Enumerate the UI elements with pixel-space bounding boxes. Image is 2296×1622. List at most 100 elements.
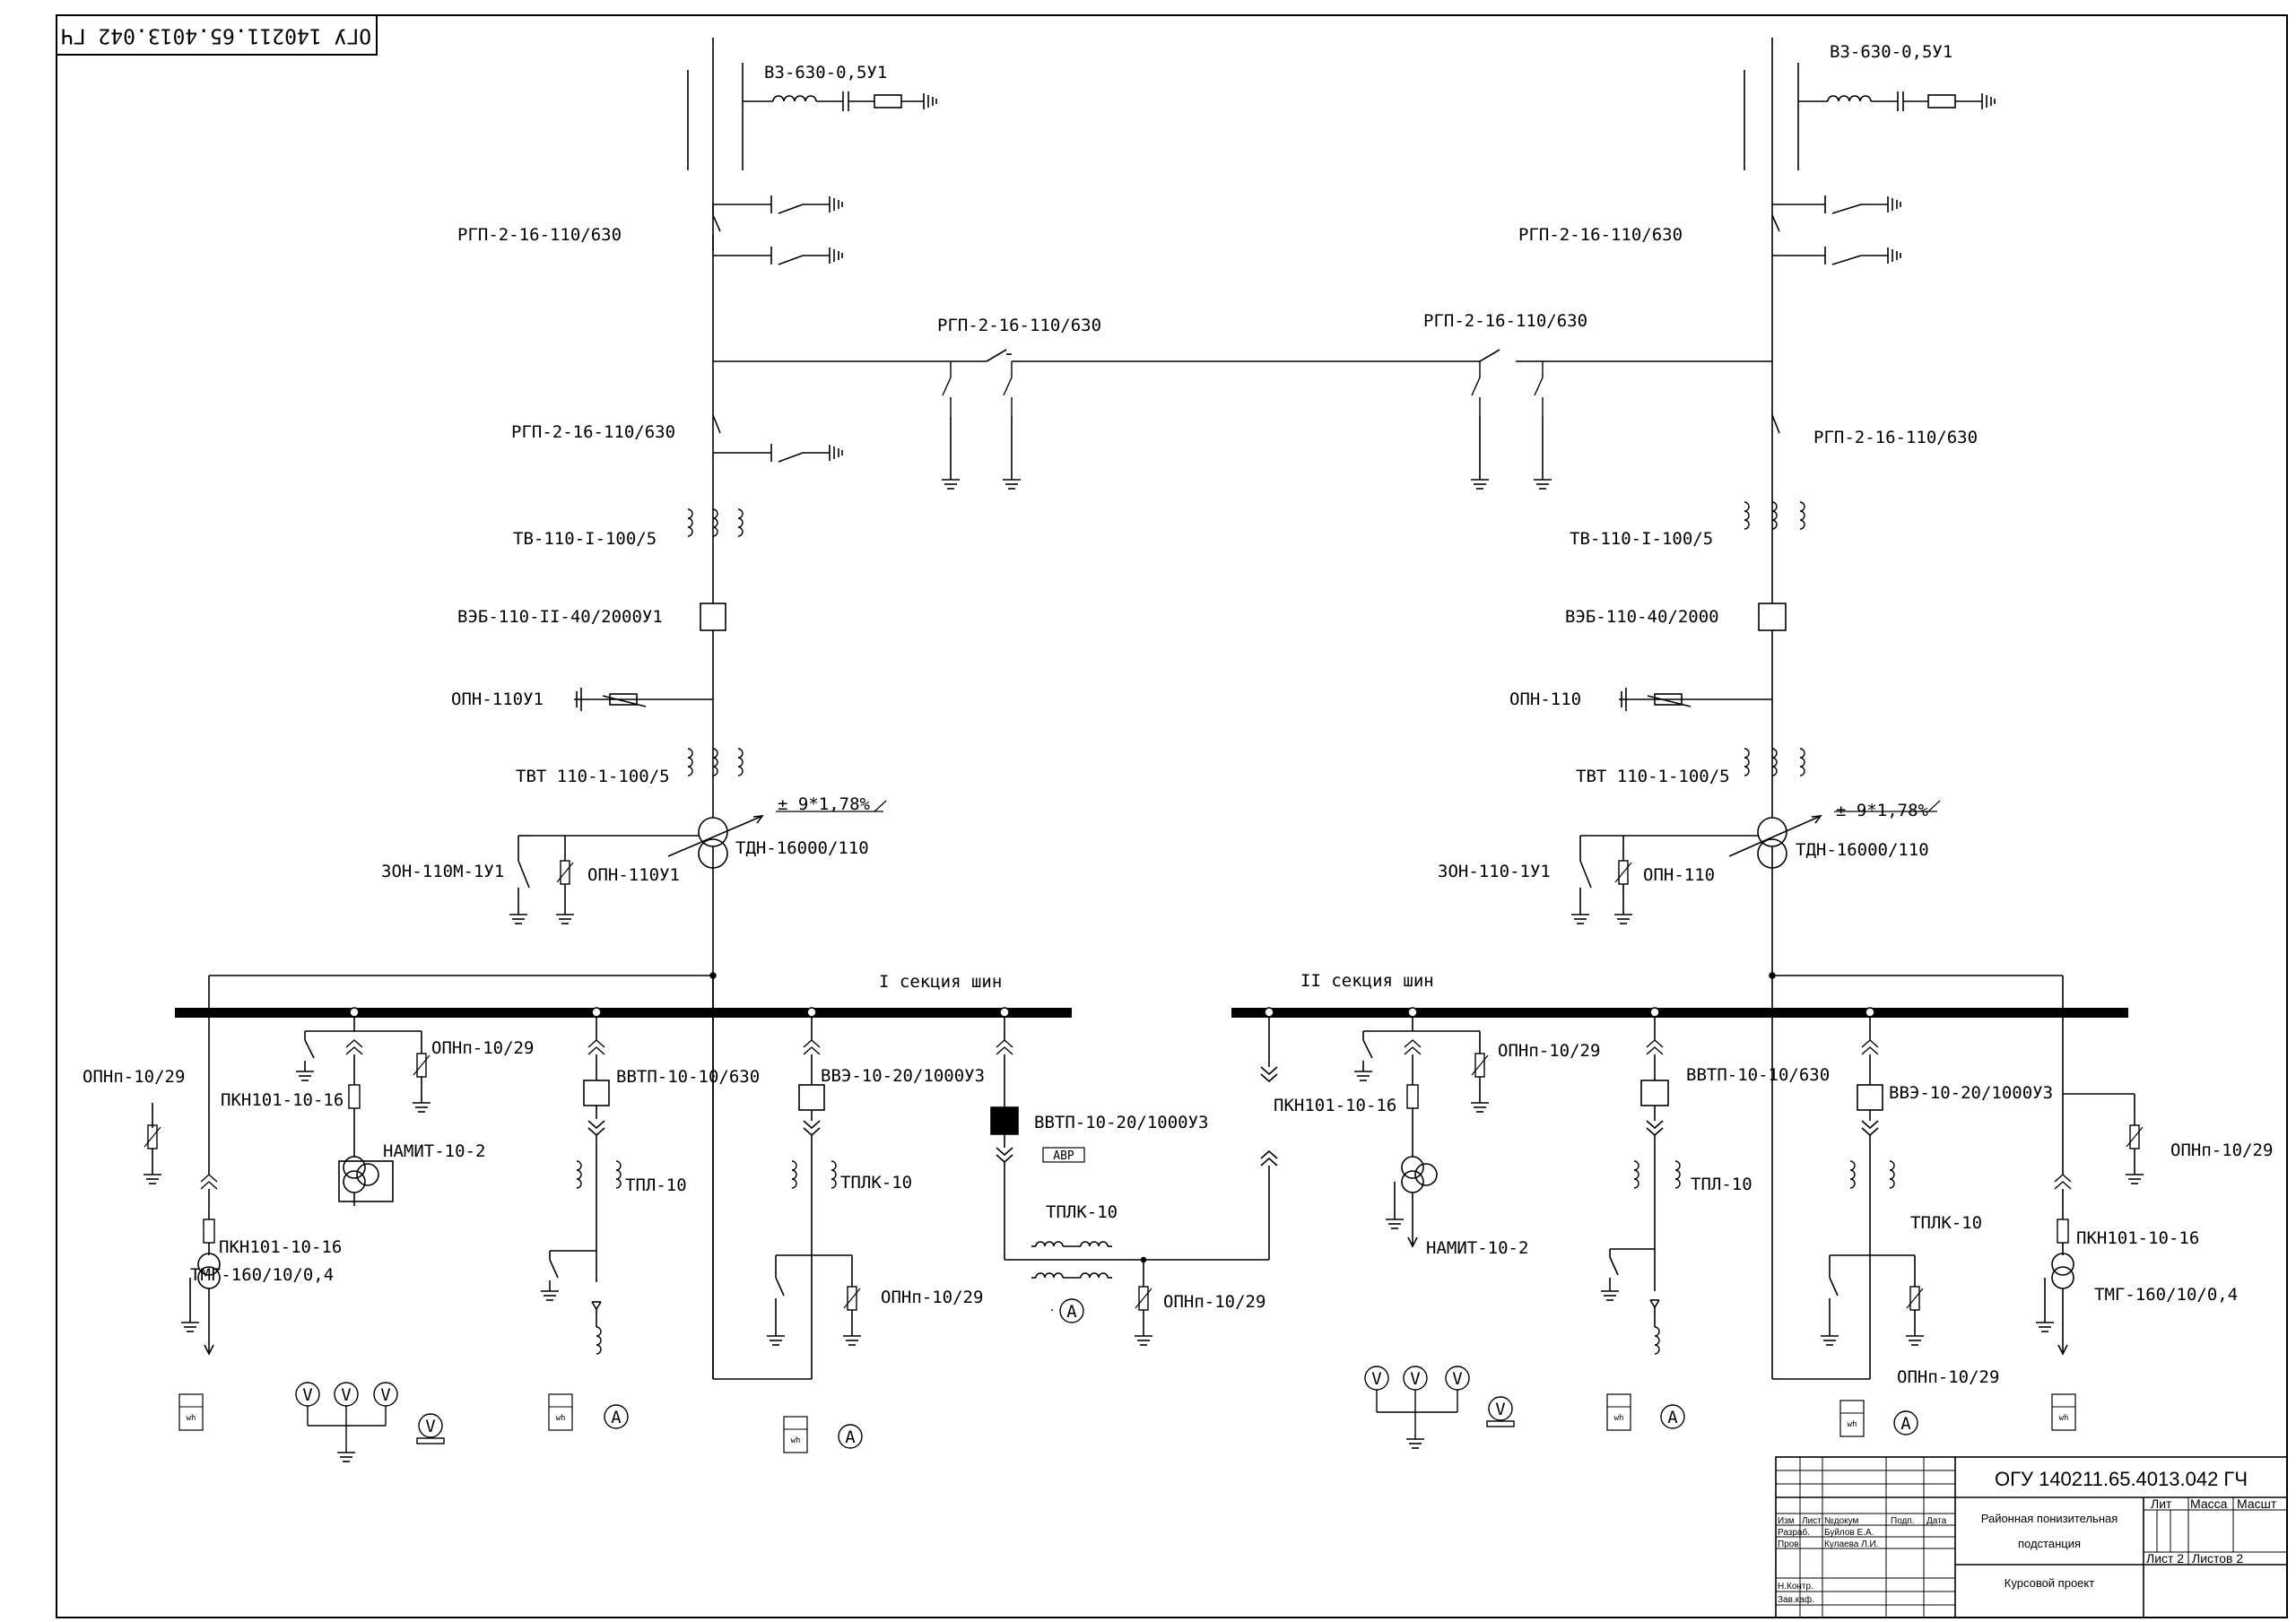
meter-a2: A (838, 1424, 863, 1449)
lbl-r-ct: ТВ-110-I-100/5 (1570, 529, 1713, 549)
svg-text:V: V (1495, 1400, 1505, 1419)
lbl-s1-f2-opn: ОПНп-10/29 (881, 1288, 983, 1307)
lbl-s2-tsn: ТМГ-160/10/0,4 (2094, 1285, 2238, 1305)
svg-text:wh: wh (2059, 1414, 2069, 1423)
lbl-l-ct: ТВ-110-I-100/5 (513, 529, 657, 549)
bus2-label: II секция шин (1300, 971, 1434, 991)
svg-text:wh: wh (1614, 1414, 1624, 1423)
meter-v2: V (334, 1382, 359, 1407)
lbl-r-transformer: ТДН-16000/110 (1796, 840, 1929, 860)
lbl-l-cb: ВЭБ-110-II-40/2000У1 (457, 607, 663, 627)
wh-meter-6: wh (2051, 1393, 2076, 1431)
lbl-s2-vt: НАМИТ-10-2 (1426, 1238, 1528, 1258)
svg-text:A: A (845, 1427, 856, 1447)
lbl-s1-tsn: ТМГ-160/10/0,4 (190, 1265, 334, 1285)
lbl-s1-f2-cb: ВВЭ-10-20/1000У3 (821, 1066, 985, 1086)
lbl-s2-f1-cb: ВВТП-10-10/630 (1686, 1065, 1830, 1085)
svg-text:wh: wh (791, 1436, 801, 1445)
lbl-r-cb: ВЭБ-110-40/2000 (1565, 607, 1719, 627)
meter-a3: A (1059, 1298, 1084, 1323)
svg-text:wh: wh (556, 1414, 566, 1423)
svg-text:Масса: Масса (2190, 1496, 2228, 1511)
svg-text:V: V (380, 1385, 390, 1405)
lbl-tie-opn: ОПНп-10/29 (1163, 1292, 1265, 1312)
flipped-code: ОГУ 140211.65.4013.042 ГЧ (61, 24, 371, 48)
svg-text:A: A (1667, 1408, 1678, 1427)
lbl-r-neutral-arr: ОПН-110 (1643, 865, 1715, 885)
meter-a5: A (1893, 1410, 1918, 1436)
lbl-l-ct2: ТВТ 110-1-100/5 (516, 767, 670, 786)
wh-meter-1: wh (178, 1393, 204, 1431)
lbl-s1-vt: НАМИТ-10-2 (383, 1141, 485, 1161)
meter-v4: V (418, 1413, 443, 1438)
meter-a4: A (1660, 1404, 1685, 1429)
svg-text:Лист 2: Лист 2 (2146, 1551, 2184, 1566)
drawing-frame (56, 14, 2288, 1618)
title-block (1775, 1456, 2288, 1618)
lbl-s1-opn-vt: ОПНп-10/29 (431, 1038, 534, 1058)
stamp-title2: подстанция (2018, 1537, 2081, 1550)
lbl-r-ct2: ТВТ 110-1-100/5 (1576, 767, 1730, 786)
lbl-s2-opn-vt: ОПНп-10/29 (1498, 1041, 1600, 1061)
lbl-r-disc-low: РГП-2-16-110/630 (1813, 428, 1978, 447)
lbl-l-disc-top: РГП-2-16-110/630 (457, 225, 622, 245)
svg-text:A: A (1066, 1302, 1077, 1322)
svg-text:Зав.каф.: Зав.каф. (1778, 1594, 1814, 1605)
110kv-bridge (713, 349, 1772, 490)
wh-meter-3: wh (783, 1416, 808, 1453)
lbl-r-bridge-disc: РГП-2-16-110/630 (1423, 311, 1587, 331)
labels: ВЗ-630-0,5У1 РГП-2-16-110/630 РГП-2-16-1… (83, 42, 2273, 1387)
svg-text:A: A (1900, 1414, 1911, 1434)
lbl-l-bridge-disc: РГП-2-16-110/630 (937, 316, 1101, 335)
svg-text:V: V (425, 1417, 435, 1436)
lbl-l-disc-low: РГП-2-16-110/630 (511, 422, 675, 442)
svg-text:Разраб.: Разраб. (1778, 1527, 1810, 1538)
lbl-s1-pkn2: ПКН101-10-16 (219, 1237, 342, 1257)
meter-v5: V (1364, 1366, 1389, 1391)
lbl-s2-f1-ct: ТПЛ-10 (1691, 1175, 1752, 1194)
wh-meter-4: wh (1606, 1393, 1631, 1431)
lbl-s1-pkn: ПКН101-10-16 (221, 1090, 344, 1110)
svg-text:Лит: Лит (2151, 1496, 2172, 1511)
lbl-l-neutral-disc: ЗОН-110М-1У1 (381, 862, 504, 881)
lbl-s2-f2-ct: ТПЛК-10 (1910, 1213, 1982, 1233)
svg-text:A: A (611, 1408, 622, 1427)
lbl-s1-f2-ct: ТПЛК-10 (840, 1173, 912, 1193)
lbl-l-breaker: ВЗ-630-0,5У1 (764, 63, 887, 82)
svg-text:Дата: Дата (1926, 1516, 1947, 1526)
section2-feeders (1353, 1017, 2144, 1380)
stamp-subtitle: Курсовой проект (2005, 1576, 2094, 1590)
svg-text:Листов 2: Листов 2 (2192, 1551, 2243, 1566)
svg-text:Пров.: Пров. (1778, 1540, 1801, 1549)
svg-text:Подп.: Подп. (1891, 1516, 1915, 1526)
lbl-r-tap: ± 9*1,78% (1836, 801, 1929, 820)
meter-v7: V (1445, 1366, 1470, 1391)
section1-feeders (143, 976, 1278, 1380)
lbl-s1-opn-left: ОПНп-10/29 (83, 1067, 185, 1087)
meter-v6: V (1403, 1366, 1428, 1391)
wh-meter-5: wh (1839, 1400, 1865, 1437)
10kv-buses (175, 972, 2128, 1018)
title-block-text: ОГУ 140211.65.4013.042 ГЧ Районная пониз… (1778, 1468, 2277, 1605)
lbl-s1-f1-ct: ТПЛ-10 (625, 1175, 687, 1195)
bus1-label: I секция шин (879, 972, 1002, 992)
lbl-r-disc-top: РГП-2-16-110/630 (1518, 225, 1683, 245)
lbl-s1-f1-cb: ВВТП-10-10/630 (616, 1067, 760, 1087)
svg-text:V: V (1452, 1369, 1462, 1389)
svg-text:№докум: №докум (1824, 1516, 1858, 1526)
meter-v3: V (373, 1382, 398, 1407)
svg-text:Буйлов Е.А.: Буйлов Е.А. (1824, 1528, 1874, 1538)
lbl-tie-pkn: ПКН101-10-16 (1274, 1096, 1396, 1115)
lbl-s2-opn-right: ОПНп-10/29 (2170, 1141, 2273, 1160)
lbl-r-arrester: ОПН-110 (1509, 690, 1581, 709)
svg-text:Масшт: Масшт (2237, 1496, 2277, 1511)
stamp-title1: Районная понизительная (1981, 1512, 2118, 1525)
right-110kv-feeder (1570, 38, 1996, 1379)
lbl-tie-ct: ТПЛК-10 (1046, 1202, 1118, 1222)
lbl-r-breaker: ВЗ-630-0,5У1 (1830, 42, 1952, 62)
svg-text:Изм: Изм (1778, 1516, 1795, 1526)
svg-text:V: V (1410, 1369, 1420, 1389)
svg-text:wh: wh (187, 1414, 196, 1423)
wh-meter-2: wh (548, 1393, 573, 1431)
